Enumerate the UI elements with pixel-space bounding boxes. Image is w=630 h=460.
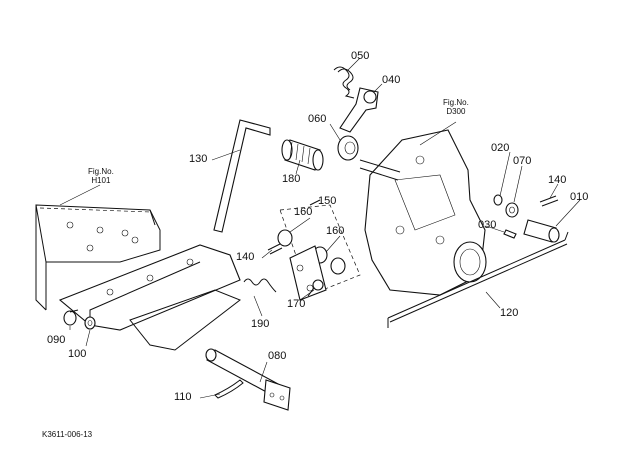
label-070: 070 [513,155,532,167]
transmission-case [359,129,487,296]
label-050: 050 [351,50,370,62]
part-070-bushing [505,202,519,218]
label-120: 120 [500,307,519,319]
part-120-rod [387,231,569,328]
part-100-washer [84,316,96,330]
label-020: 020 [491,142,510,154]
label-080: 080 [268,350,287,362]
part-050-spring [333,66,355,99]
label-140-left: 140 [236,251,255,263]
label-060: 060 [308,113,327,125]
fig-ref-d300-line2: D300 [446,107,466,116]
part-020-ring [493,194,503,206]
label-170: 170 [287,298,306,310]
label-030: 030 [478,219,497,231]
label-150: 150 [318,195,337,207]
part-190-spring [243,278,277,293]
fig-ref-h101-line2: H101 [91,176,111,185]
label-040: 040 [382,74,401,86]
label-160-right: 160 [326,225,345,237]
part-060-bearing [337,135,359,161]
part-030-pin [503,229,517,239]
part-110-pin [214,379,244,399]
fig-ref-h101-line1: Fig.No. [88,167,114,176]
leader-lines [59,57,581,399]
label-010: 010 [570,191,589,203]
label-140-right: 140 [548,174,567,186]
figure-code: K3611-006-13 [42,430,93,439]
label-090: 090 [47,334,66,346]
part-140-pin-left [267,243,283,255]
part-090-bolt [63,309,79,326]
part-040-fork [339,87,379,133]
bracket-plate [58,244,242,351]
part-140-pin-right [539,195,559,207]
part-180-gear [281,139,324,171]
fig-ref-h101: Fig.No. H101 [88,167,114,185]
part-010-shaft [523,219,560,243]
label-130: 130 [189,153,208,165]
label-110: 110 [174,391,192,403]
label-190: 190 [251,318,270,330]
left-frame [35,204,161,311]
label-100: 100 [68,348,87,360]
fig-ref-d300: Fig.No. D300 [443,98,469,116]
label-160-left: 160 [294,206,313,218]
part-080-shaft [205,348,291,411]
part-130-rod [213,119,271,233]
fig-ref-d300-line1: Fig.No. [443,98,469,107]
label-180: 180 [282,173,301,185]
